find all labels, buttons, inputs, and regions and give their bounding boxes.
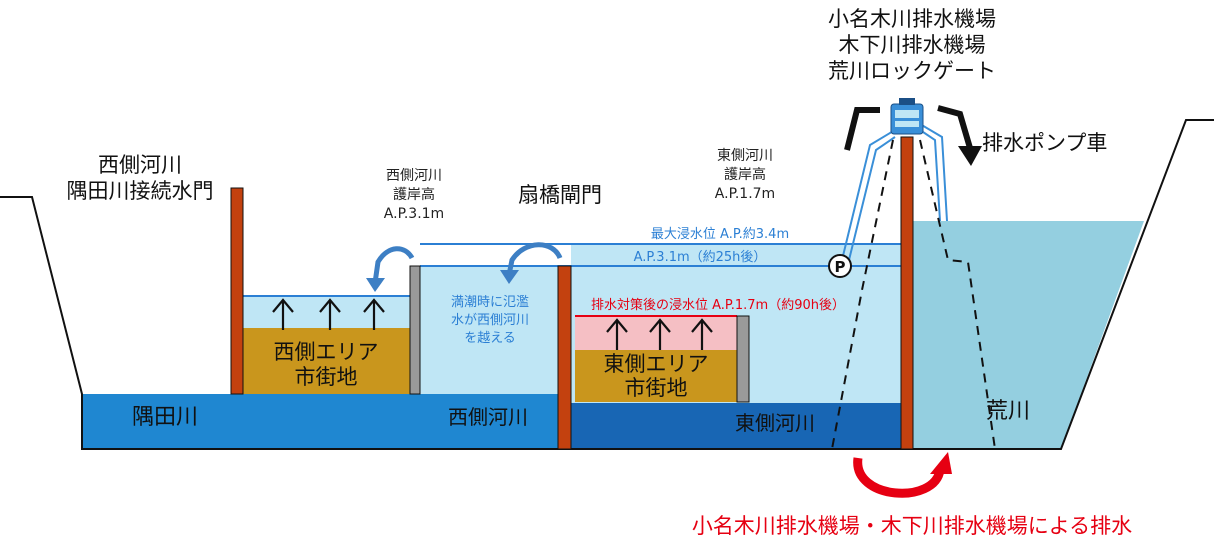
pump-pipes [841, 123, 948, 261]
west-bank-wall [409, 265, 421, 395]
west-gate-wall [230, 187, 244, 395]
pump-station-wall [900, 136, 914, 450]
west-area-label-line1: 西側エリア [274, 340, 379, 364]
overflow-arrow-ogibashi [506, 242, 563, 276]
west-rising-arrows [272, 298, 385, 330]
arakawa-label: 荒川 [986, 399, 1030, 424]
overflow-arrow-west [372, 246, 415, 284]
ogibashi-gate-label: 扇橋閘門 [518, 183, 602, 207]
ground-outline [0, 119, 1214, 450]
discharge-arrow-right [937, 105, 973, 149]
east-river-channel [571, 403, 901, 449]
west-area-town [243, 328, 410, 394]
sumida-river [82, 394, 558, 449]
west-bank-label-line3: A.P.3.1m [384, 206, 444, 222]
west-gate-label-line1: 西側河川 [98, 153, 182, 177]
east-bank-label-line2: 護岸高 [724, 166, 766, 183]
west-gate-label-line2: 隅田川接続水門 [67, 179, 214, 203]
east-area-label-line2: 市街地 [625, 376, 688, 400]
sumida-river-label: 隅田川 [132, 405, 198, 430]
east-area-town [575, 350, 737, 402]
overflow-note-line2: 水が西側河川 [451, 313, 529, 328]
intake-arrow-left [844, 107, 880, 151]
east-bank-wall [736, 315, 750, 403]
east-area-label-line1: 東側エリア [604, 352, 709, 376]
pump-machine-icon [890, 98, 924, 135]
discharge-arrowhead [958, 146, 982, 166]
east-bank-label-line3: A.P.1.7m [715, 186, 775, 202]
west-river-upper-water [420, 266, 558, 394]
drainage-red-arrowhead [930, 452, 952, 474]
station-label-line1: 小名木川排水機場 [828, 7, 996, 31]
east-red-zone [575, 316, 737, 350]
pump-marker-circle [828, 254, 852, 278]
drainage-dashed-lines [831, 139, 996, 450]
level-31-label: A.P.3.1m（約25h後） [634, 250, 767, 265]
station-label-line2: 木下川排水機場 [839, 33, 986, 57]
drainage-red-arc [853, 457, 945, 498]
overflow-note-line3: を越える [464, 331, 516, 346]
east-rising-arrows [606, 318, 713, 350]
east-river-label: 東側河川 [735, 411, 815, 435]
station-label-line3: 荒川ロックゲート [828, 59, 996, 83]
pump-marker-label: P [835, 258, 846, 276]
overflow-note-line1: 満潮時に氾濫 [451, 295, 529, 310]
level-17-label: 排水対策後の浸水位 A.P.1.7m（約90h後） [591, 297, 845, 313]
overflow-arrowhead-ogibashi [500, 270, 519, 284]
west-area-label-line2: 市街地 [295, 365, 358, 389]
west-bank-label-line2: 護岸高 [393, 186, 435, 203]
west-river-label: 西側河川 [448, 405, 528, 429]
pump-truck-label: 排水ポンプ車 [982, 131, 1107, 155]
west-bank-label-line1: 西側河川 [386, 168, 442, 184]
west-flood-water [243, 296, 410, 328]
east-bank-label-line1: 東側河川 [717, 148, 773, 164]
drainage-caption: 小名木川排水機場・木下川排水機場による排水 [692, 514, 1132, 538]
ogibashi-gate-wall [557, 265, 572, 450]
arakawa-water [913, 221, 1144, 449]
overflow-arrowhead-west [366, 278, 385, 292]
max-level-label: 最大浸水位 A.P.約3.4m [651, 227, 789, 242]
